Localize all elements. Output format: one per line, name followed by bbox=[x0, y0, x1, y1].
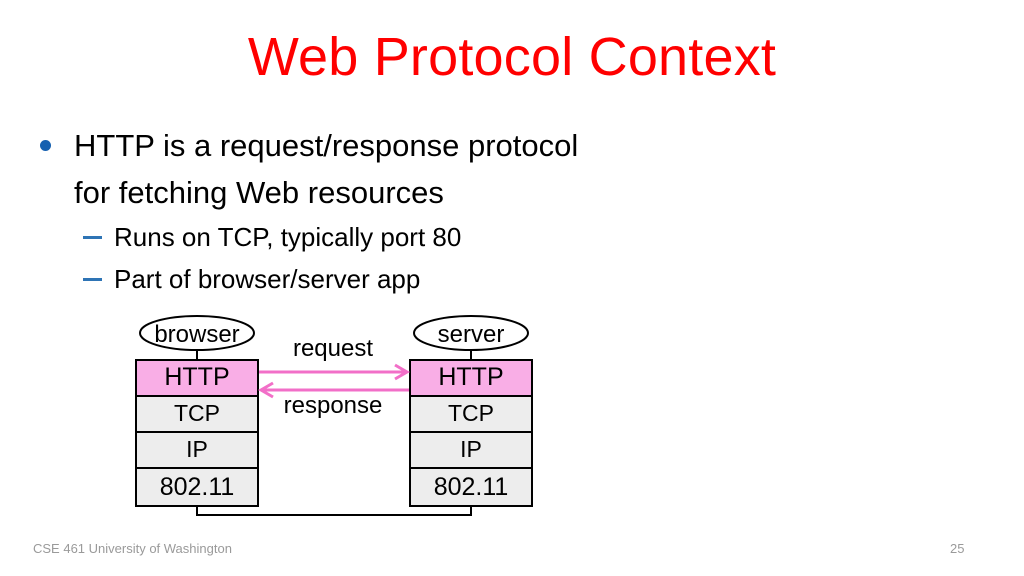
browser-layer-tcp-box bbox=[135, 395, 259, 433]
browser-layer-http-label: HTTP bbox=[164, 363, 229, 391]
bullet-item-sub-2: Part of browser/server app bbox=[28, 258, 728, 300]
server-layer-ip-box bbox=[409, 431, 533, 469]
response-arrow bbox=[258, 381, 409, 399]
request-arrow-head-icon bbox=[394, 363, 410, 381]
bullet-item-sub-1: Runs on TCP, typically port 80 bbox=[28, 216, 728, 258]
browser-layer-ip-box bbox=[135, 431, 259, 469]
footer-course-label: CSE 461 University of Washington bbox=[33, 541, 232, 556]
bullet-item-primary: HTTP is a request/response protocol for … bbox=[28, 122, 728, 216]
bullet-primary-line-2: for fetching Web resources bbox=[74, 175, 444, 211]
server-layer-http-label: HTTP bbox=[438, 363, 503, 391]
bullet-sub-label-2: Part of browser/server app bbox=[114, 264, 421, 295]
footer-page-number: 25 bbox=[950, 541, 965, 556]
diagram-canvas: HTTP TCP IP 802.11 HTTP TCP IP 802.11 br… bbox=[135, 315, 533, 516]
request-arrow bbox=[259, 363, 410, 381]
server-layer-ip-label: IP bbox=[460, 436, 482, 462]
server-node-label: server bbox=[438, 321, 505, 348]
browser-layer-80211-box bbox=[135, 467, 259, 507]
bullet-dash-icon bbox=[83, 278, 102, 282]
server-layer-tcp-box bbox=[409, 395, 533, 433]
browser-layer-80211-label: 802.11 bbox=[160, 473, 235, 501]
browser-layer-http-box bbox=[135, 359, 259, 397]
server-layer-http-box bbox=[409, 359, 533, 397]
bullet-list: HTTP is a request/response protocol for … bbox=[28, 122, 728, 300]
browser-layer-ip-label: IP bbox=[186, 436, 208, 462]
server-stack: HTTP TCP IP 802.11 bbox=[409, 359, 533, 507]
server-node-ellipse bbox=[413, 315, 529, 351]
physical-link-bracket bbox=[196, 506, 472, 516]
server-layer-80211-label: 802.11 bbox=[434, 473, 509, 501]
browser-node-ellipse bbox=[139, 315, 255, 351]
bullet-dot-icon bbox=[40, 140, 51, 151]
bullet-dash-icon bbox=[83, 236, 102, 240]
server-layer-tcp-label: TCP bbox=[448, 400, 494, 426]
browser-layer-tcp-label: TCP bbox=[174, 400, 220, 426]
browser-node-label: browser bbox=[154, 321, 239, 348]
bullet-sub-label-1: Runs on TCP, typically port 80 bbox=[114, 222, 462, 253]
bullet-primary-line-1: HTTP is a request/response protocol bbox=[74, 128, 579, 163]
protocol-stack-diagram: HTTP TCP IP 802.11 HTTP TCP IP 802.11 br… bbox=[0, 300, 1024, 535]
response-label: response bbox=[284, 392, 383, 419]
request-label: request bbox=[293, 335, 373, 362]
browser-stack: HTTP TCP IP 802.11 bbox=[135, 359, 259, 507]
page-title: Web Protocol Context bbox=[247, 27, 777, 87]
response-arrow-head-icon bbox=[258, 381, 274, 399]
